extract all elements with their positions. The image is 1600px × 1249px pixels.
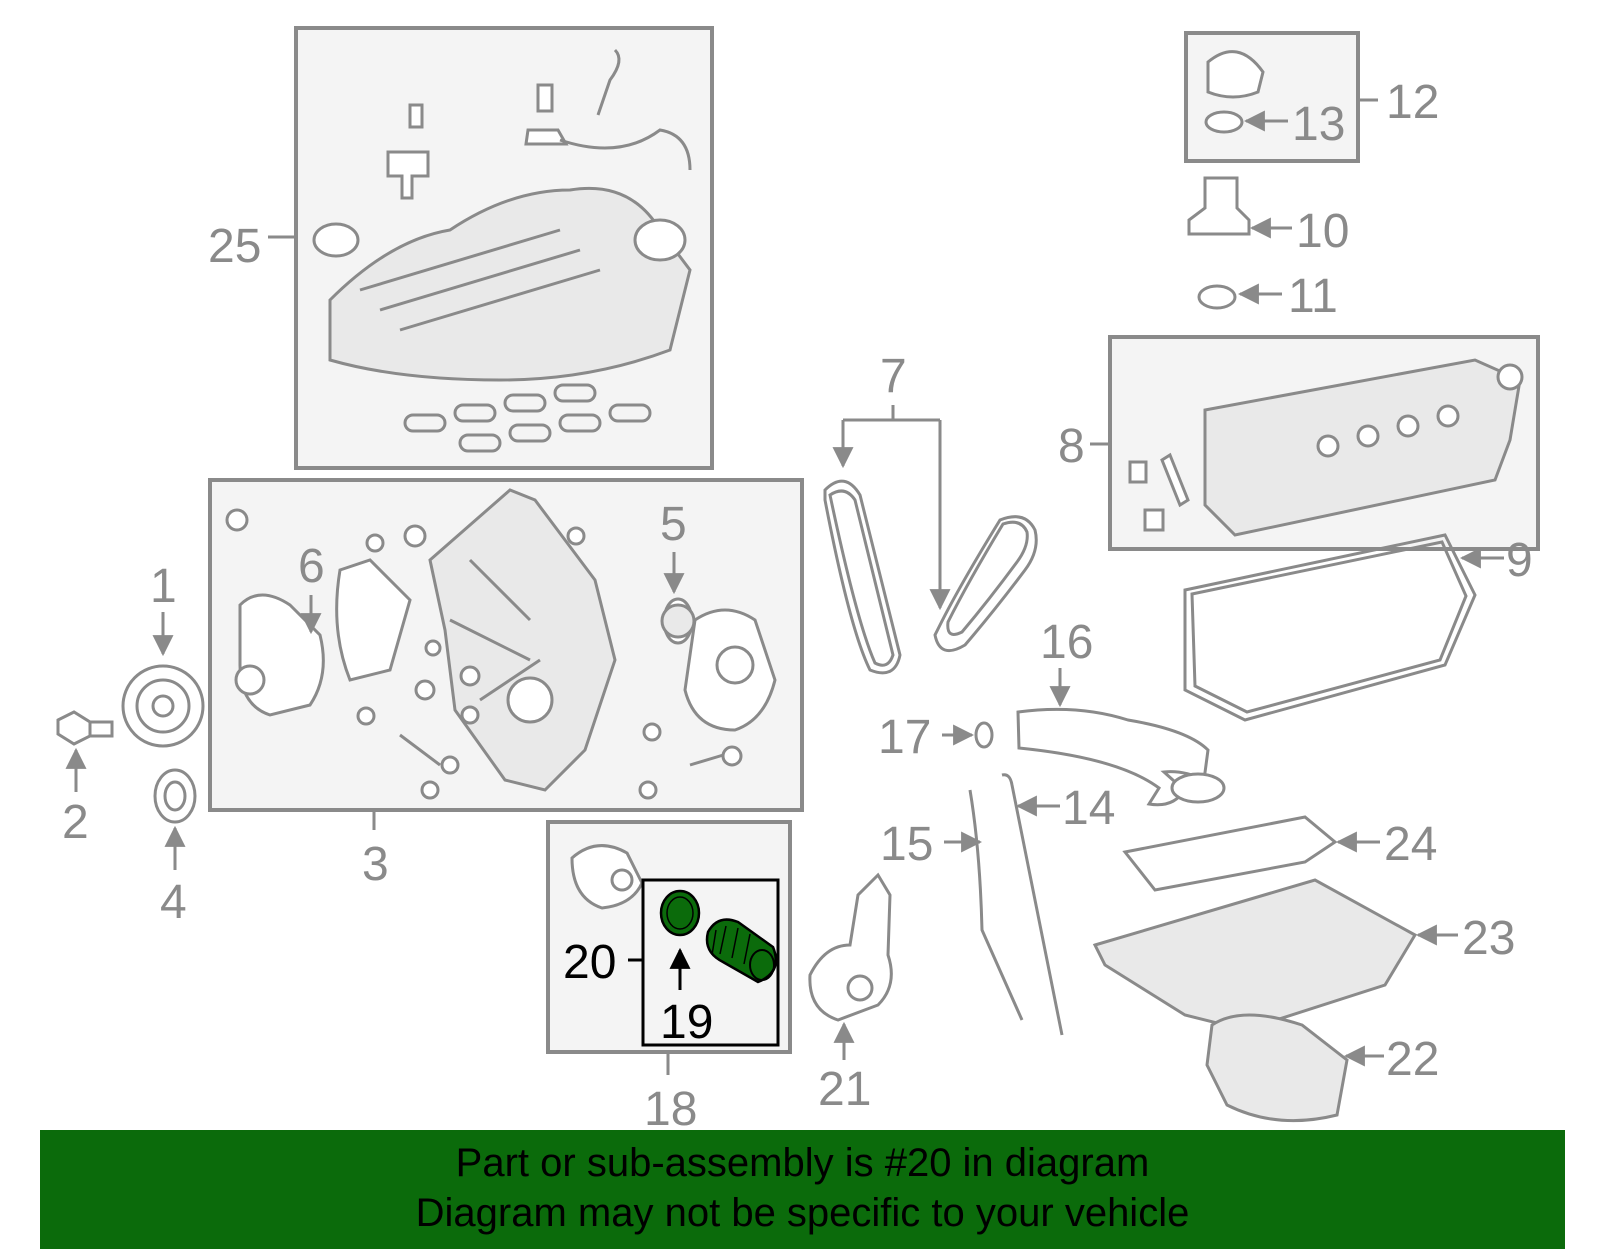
callout-1: 1 — [150, 560, 177, 613]
oil-pickup-tube — [1016, 707, 1210, 807]
callout-10: 10 — [1296, 205, 1349, 258]
banner-line-2: Diagram may not be specific to your vehi… — [415, 1191, 1190, 1235]
oil-filler-cap — [1206, 50, 1265, 99]
lower-oil-pan — [1205, 1013, 1349, 1123]
highlight-box — [641, 878, 780, 1047]
callout-21: 21 — [818, 1063, 871, 1116]
crank-gear — [660, 603, 696, 639]
oil-filter-housing — [570, 844, 644, 910]
pickup-o-ring — [974, 721, 994, 749]
callout-2: 2 — [62, 796, 89, 849]
timing-chain-left — [823, 479, 902, 675]
callout-23: 23 — [1462, 912, 1515, 965]
callout-16: 16 — [1040, 616, 1093, 669]
callout-4: 4 — [160, 876, 187, 929]
callout-12: 12 — [1386, 76, 1439, 129]
valve-cover — [1203, 358, 1522, 537]
callout-9: 9 — [1506, 534, 1533, 587]
oil-dipstick — [1001, 773, 1064, 1036]
callout-18: 18 — [644, 1083, 697, 1136]
oil-pump — [808, 872, 893, 1022]
callout-19: 19 — [660, 996, 713, 1049]
part-notice-banner: Part or sub-assembly is #20 in diagram D… — [40, 1130, 1565, 1249]
callout-14: 14 — [1062, 782, 1115, 835]
callout-13: 13 — [1292, 98, 1345, 151]
dipstick-guide — [968, 789, 1024, 1021]
callout-6: 6 — [298, 540, 325, 593]
callout-3: 3 — [362, 838, 389, 891]
callout-17: 17 — [878, 711, 931, 764]
banner-line-1: Part or sub-assembly is #20 in diagram — [455, 1141, 1150, 1185]
callout-5: 5 — [660, 498, 687, 551]
oil-filler-neck — [1187, 176, 1251, 236]
callout-8: 8 — [1058, 420, 1085, 473]
filler-neck-seal — [1197, 284, 1237, 310]
oil-cap-group — [1184, 31, 1360, 163]
callout-7: 7 — [880, 350, 907, 403]
callout-15: 15 — [880, 818, 933, 871]
valve-cover-gasket — [1183, 533, 1477, 722]
oil-baffle — [1122, 815, 1338, 892]
callout-25: 25 — [208, 220, 261, 273]
callout-24: 24 — [1384, 818, 1437, 871]
timing-cover-group — [208, 478, 804, 812]
callout-11: 11 — [1288, 270, 1338, 323]
intake-manifold-group — [294, 26, 714, 470]
upper-oil-pan — [1092, 878, 1418, 1032]
callout-20: 20 — [563, 936, 616, 989]
cap-gasket — [1204, 110, 1244, 134]
timing-chain-right — [933, 515, 1038, 653]
callout-22: 22 — [1386, 1033, 1439, 1086]
pulley-bolt — [56, 710, 114, 746]
leader-7 — [841, 405, 942, 603]
